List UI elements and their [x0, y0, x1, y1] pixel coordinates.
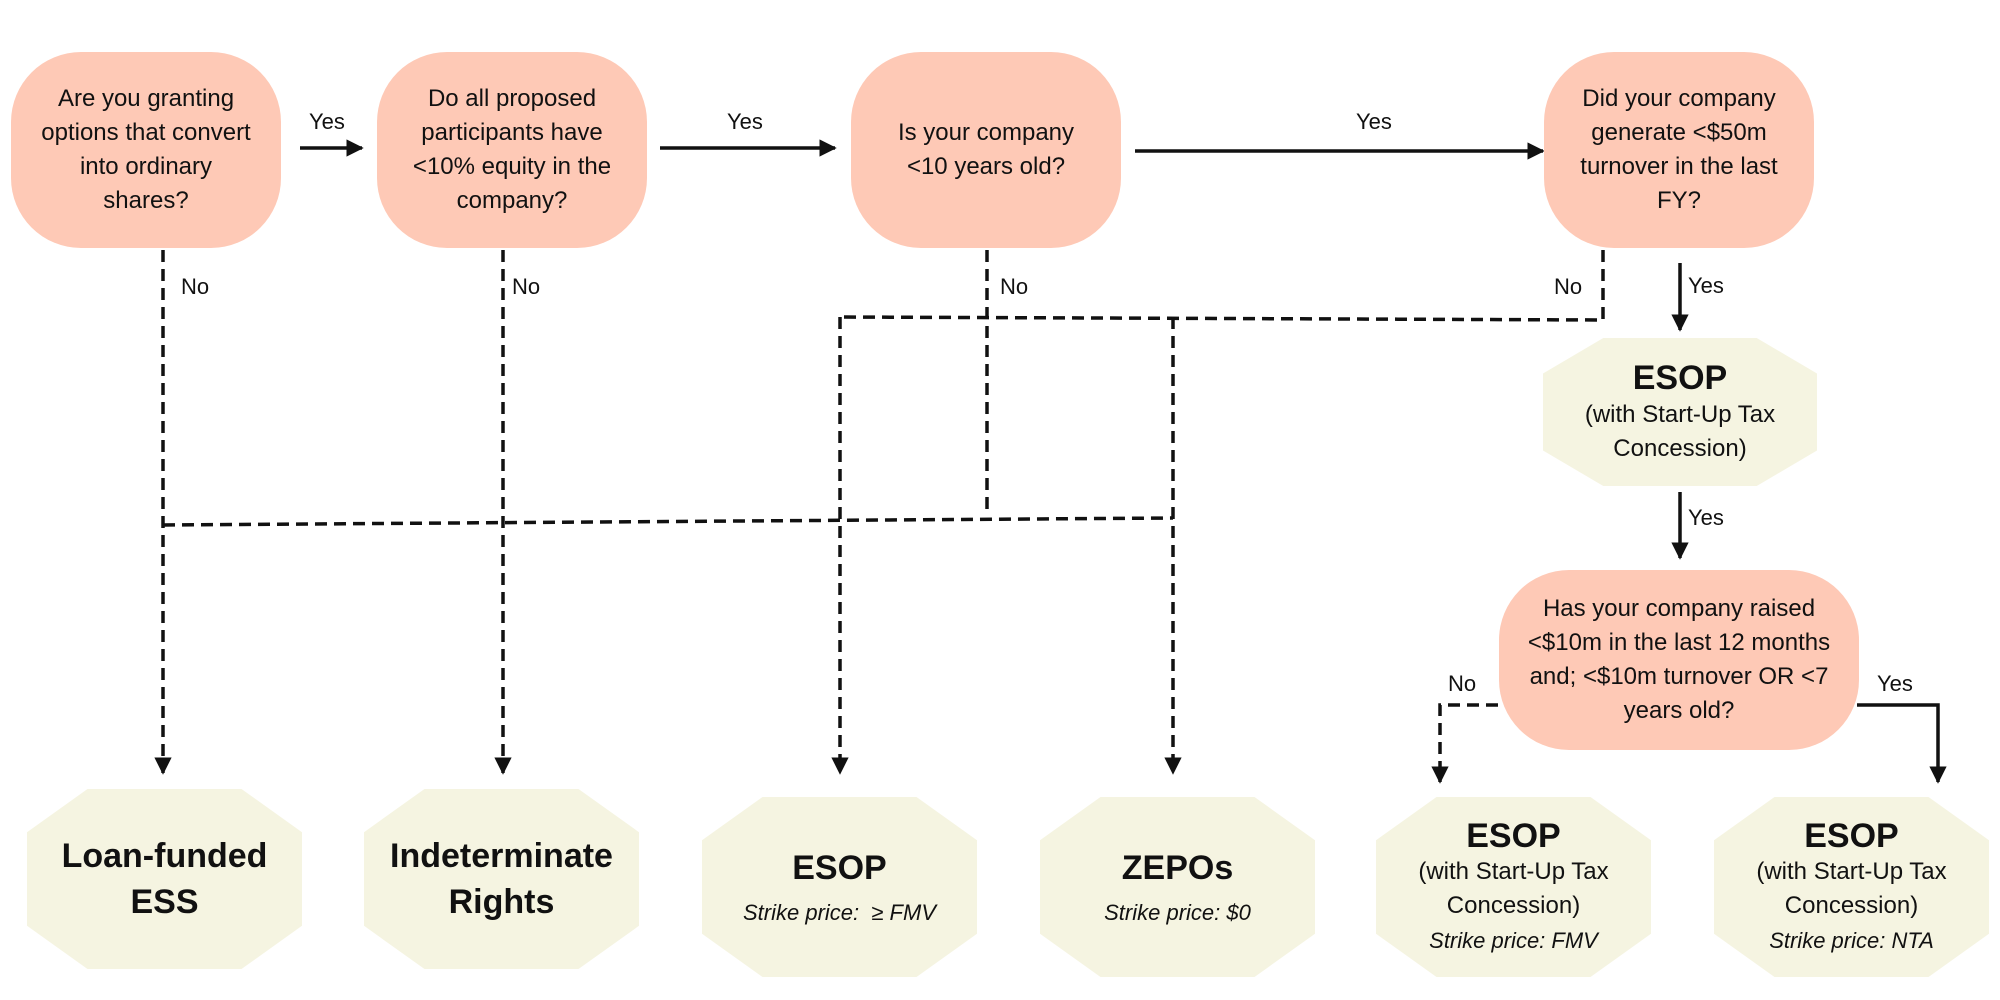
label-yes-esop: Yes	[1688, 505, 1724, 530]
edge-bottom-bus	[162, 516, 1174, 527]
question-participant-equity: Do all proposed participants have <10% e…	[377, 52, 647, 248]
label-yes-q3: Yes	[1356, 109, 1392, 134]
edge-q5-no	[1431, 703, 1498, 784]
outcome-esop-fmv: ESOP Strike price: ≥ FMV	[702, 797, 977, 977]
label-yes-q5: Yes	[1877, 671, 1913, 696]
edge-q4-no	[839, 250, 1605, 322]
outcome-subtitle: (with Start-Up Tax Concession)	[1584, 401, 1776, 462]
label-no-q2: No	[512, 274, 541, 299]
label-no-q4: No	[1554, 274, 1583, 299]
outcome-title: ESOP	[1804, 817, 1899, 855]
question-company-age: Is your company <10 years old?	[851, 52, 1121, 248]
outcome-title: ESOP	[792, 849, 887, 887]
outcome-esop-stc-nta: ESOP (with Start-Up Tax Concession) Stri…	[1714, 797, 1989, 977]
outcome-strike-price: Strike price: $0	[1104, 900, 1251, 925]
label-no-q5: No	[1448, 671, 1477, 696]
outcome-subtitle: (with Start-Up Tax Concession)	[1756, 858, 1947, 919]
label-yes-q2: Yes	[727, 109, 763, 134]
outcome-indeterminate-rights: Indeterminate Rights	[364, 789, 639, 969]
label-no-q1: No	[181, 274, 210, 299]
question-options-convert: Are you granting options that convert in…	[11, 52, 281, 248]
label-yes-q1: Yes	[309, 109, 345, 134]
outcome-strike-price: Strike price: NTA	[1769, 928, 1934, 953]
outcome-loan-funded-ess: Loan-funded ESS	[27, 789, 302, 969]
outcome-title: Indeterminate Rights	[390, 837, 613, 921]
outcome-subtitle: (with Start-Up Tax Concession)	[1418, 858, 1609, 919]
outcome-esop-startup-concession: ESOP (with Start-Up Tax Concession)	[1543, 338, 1817, 486]
outcome-zepos: ZEPOs Strike price: $0	[1040, 797, 1315, 977]
question-capital-raised: Has your company raised <$10m in the las…	[1499, 570, 1859, 750]
label-yes-q4: Yes	[1688, 273, 1724, 298]
outcome-esop-stc-fmv: ESOP (with Start-Up Tax Concession) Stri…	[1376, 797, 1651, 977]
outcome-strike-price: Strike price: FMV	[1429, 928, 1598, 953]
outcome-title: ESOP	[1632, 359, 1728, 397]
outcome-title: ESOP	[1466, 817, 1561, 855]
outcome-title: ZEPOs	[1121, 849, 1234, 887]
outcome-title: Loan-funded ESS	[61, 837, 268, 921]
question-turnover: Did your company generate <$50m turnover…	[1544, 52, 1814, 248]
outcome-strike-price: Strike price: ≥ FMV	[743, 900, 936, 925]
edge-q5-yes	[1857, 703, 1947, 784]
label-no-q3: No	[1000, 274, 1029, 299]
